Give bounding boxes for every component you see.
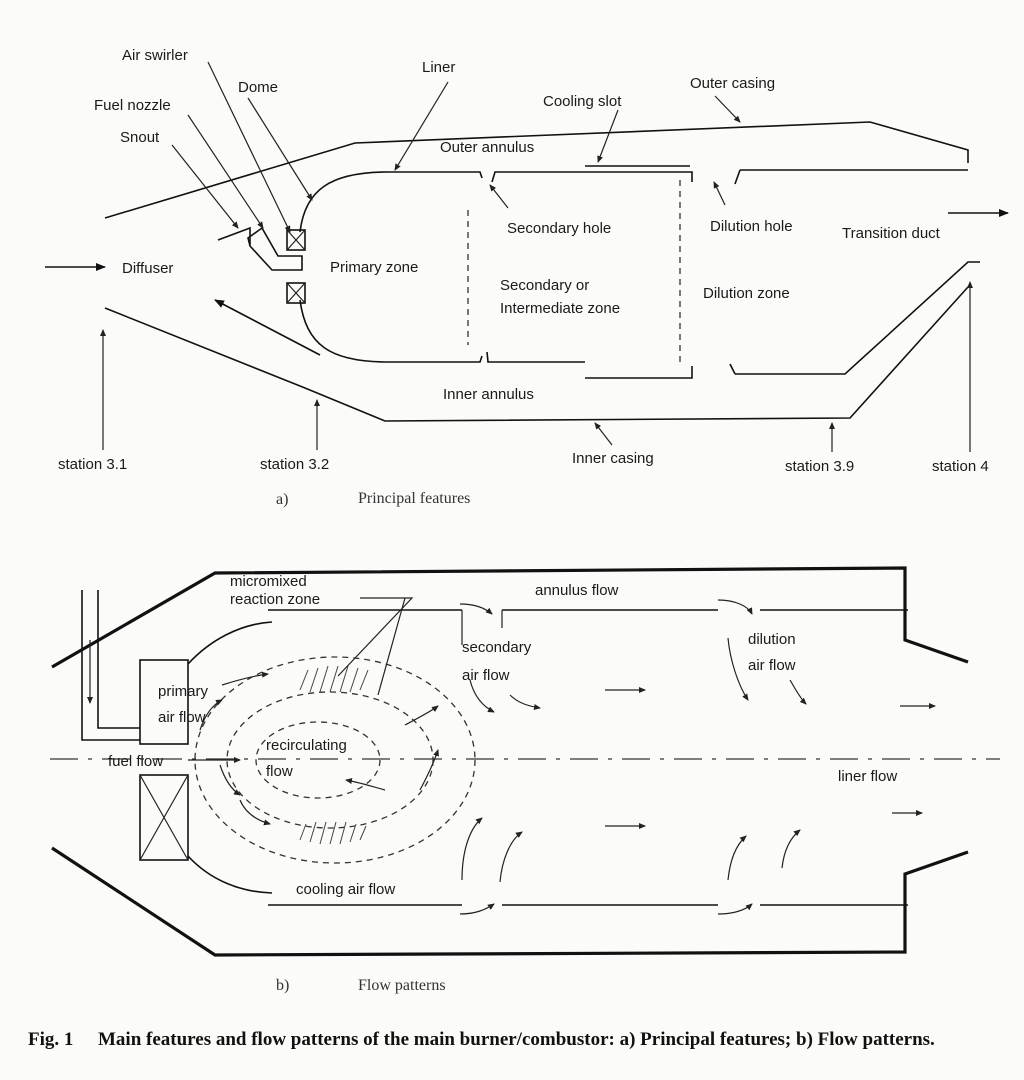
leader-secondary-hole: [489, 184, 509, 209]
snout: [217, 226, 251, 245]
secondary-hole-marks: [461, 610, 503, 645]
liner-dome: [299, 171, 483, 233]
leader-outer-casing: [714, 95, 741, 123]
casing-bottom: [51, 846, 969, 957]
label-annulus-flow: annulus flow: [535, 582, 619, 599]
label-secondary-zone-2: Intermediate zone: [500, 300, 620, 317]
label-station-4: station 4: [932, 458, 989, 475]
label-transition-duct: Transition duct: [842, 225, 941, 242]
leader-micromixed-2: [377, 597, 406, 696]
panel-a-letter: a): [276, 491, 288, 508]
panel-a-caption: Principal features: [358, 490, 470, 507]
reaction-zone-bottom: [299, 821, 367, 845]
label-secondary-air-2: air flow: [462, 667, 510, 684]
liner-dilution-upper: [734, 169, 741, 185]
flow-arrows: [188, 599, 936, 915]
figure-caption-text: Main features and flow patterns of the m…: [98, 1029, 935, 1050]
panel-b-flow-patterns: micromixed reaction zone annulus flow se…: [50, 566, 1000, 994]
outer-casing-line: [104, 121, 969, 219]
label-micromixed-2: reaction zone: [230, 591, 320, 608]
label-secondary-air-1: secondary: [462, 639, 532, 656]
liner-dome-lower: [299, 299, 483, 363]
label-snout: Snout: [120, 129, 160, 146]
label-secondary-zone-1: Secondary or: [500, 277, 589, 294]
liner-secondary-lower: [486, 351, 693, 379]
lower-swirler-box: [139, 774, 189, 861]
liner-secondary-upper: [491, 171, 693, 183]
label-inner-casing: Inner casing: [572, 450, 654, 467]
figure-caption: Fig. 1 Main features and flow patterns of…: [28, 1026, 1018, 1053]
label-primary-zone: Primary zone: [330, 259, 418, 276]
label-dilution-hole: Dilution hole: [710, 218, 793, 235]
label-primary-air-1: primary: [158, 683, 209, 700]
casing-top: [51, 566, 969, 669]
leader-micromixed: [337, 597, 414, 677]
panel-b-caption: Flow patterns: [358, 977, 446, 994]
inner-return-arrow: [214, 299, 321, 356]
label-dilution-zone: Dilution zone: [703, 285, 790, 302]
air-swirler-bottom: [286, 282, 306, 304]
transition-duct-inner: [735, 261, 980, 375]
label-diffuser: Diffuser: [122, 260, 173, 277]
label-station-32: station 3.2: [260, 456, 329, 473]
air-swirler-top: [286, 229, 306, 251]
leader-cooling-slot: [597, 109, 619, 163]
label-cooling-slot: Cooling slot: [543, 93, 622, 110]
label-air-swirler: Air swirler: [122, 47, 188, 64]
label-station-39: station 3.9: [785, 458, 854, 475]
leader-fuel-nozzle: [187, 114, 264, 229]
label-dome: Dome: [238, 79, 278, 96]
leader-snout: [171, 144, 239, 229]
label-primary-air-2: air flow: [158, 709, 206, 726]
recirculation-outer: [194, 656, 476, 864]
liner-bottom-dome: [187, 855, 273, 894]
leader-air-swirler: [207, 61, 291, 233]
label-liner-flow: liner flow: [838, 768, 897, 785]
label-fuel-flow: fuel flow: [108, 753, 163, 770]
label-secondary-hole: Secondary hole: [507, 220, 611, 237]
leader-dome: [247, 97, 313, 201]
label-outer-annulus: Outer annulus: [440, 139, 534, 156]
label-cooling-air-flow: cooling air flow: [296, 881, 395, 898]
primary-swirler-box: [139, 659, 189, 745]
label-dilution-air-2: air flow: [748, 657, 796, 674]
recirculation-inner: [255, 721, 381, 799]
inner-casing-line: [104, 286, 969, 422]
liner-top-dome: [187, 621, 273, 665]
label-dilution-air-1: dilution: [748, 631, 796, 648]
panel-b-letter: b): [276, 977, 289, 994]
label-station-31: station 3.1: [58, 456, 127, 473]
label-fuel-nozzle: Fuel nozzle: [94, 97, 171, 114]
fuel-nozzle: [247, 226, 303, 271]
figure-number: Fig. 1: [28, 1029, 74, 1050]
leader-liner: [394, 81, 449, 171]
liner-dilution-lower: [729, 363, 736, 375]
leader-dilution-hole: [713, 181, 726, 206]
label-recirculating-1: recirculating: [266, 737, 347, 754]
fuel-pipe: [81, 590, 140, 741]
label-liner: Liner: [422, 59, 455, 76]
reaction-zone-top: [299, 665, 369, 693]
label-recirculating-2: flow: [266, 763, 293, 780]
panel-a-principal-features: Air swirler Dome Fuel nozzle Snout Liner…: [45, 47, 1009, 508]
recirculation-middle: [226, 691, 434, 829]
label-inner-annulus: Inner annulus: [443, 386, 534, 403]
label-outer-casing: Outer casing: [690, 75, 775, 92]
leader-inner-casing: [594, 422, 613, 446]
label-micromixed-1: micromixed: [230, 573, 307, 590]
